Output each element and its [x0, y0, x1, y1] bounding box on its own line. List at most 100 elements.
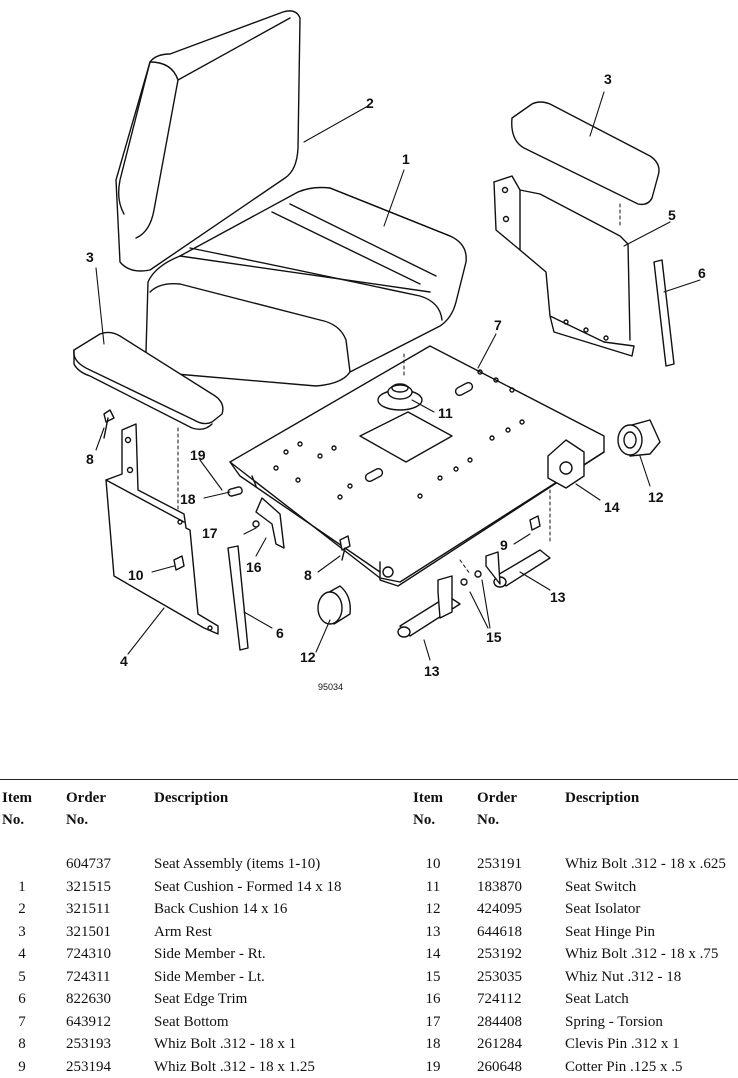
- table-spacer-row: [2, 831, 342, 853]
- callout-10: 10: [128, 567, 144, 583]
- item-number: 17: [413, 1011, 459, 1034]
- callout-14: 14: [604, 499, 620, 515]
- description: Clevis Pin .312 x 1: [565, 1033, 726, 1056]
- header-item-line1: Item: [413, 790, 443, 806]
- description: Seat Isolator: [565, 898, 726, 921]
- header-item-line1: Item: [2, 790, 32, 806]
- item-number: 7: [2, 1011, 48, 1034]
- order-number: 321501: [48, 921, 154, 944]
- callout-2: 2: [366, 95, 374, 111]
- item-number: 15: [413, 966, 459, 989]
- callout-15: 15: [486, 629, 502, 645]
- callout-18: 18: [180, 491, 196, 507]
- order-number: 424095: [459, 898, 565, 921]
- header-description: Description: [565, 787, 726, 831]
- item-number: 12: [413, 898, 459, 921]
- description: Seat Edge Trim: [154, 988, 342, 1011]
- item-number: 6: [2, 988, 48, 1011]
- callout-8-mid: 8: [304, 567, 312, 583]
- order-number: 253194: [48, 1056, 154, 1078]
- item-number: 10: [413, 853, 459, 876]
- item-number: 13: [413, 921, 459, 944]
- order-number: 724311: [48, 966, 154, 989]
- callout-16: 16: [246, 559, 262, 575]
- seat-isolator-left: [318, 586, 350, 624]
- callout-13-right: 13: [550, 589, 566, 605]
- order-number: 261284: [459, 1033, 565, 1056]
- description: Seat Latch: [565, 988, 726, 1011]
- description: Seat Switch: [565, 876, 726, 899]
- exploded-parts-drawing: 1 2 3 3 4 5 6 6 7 8 8 9 10 11 12 12 13 1…: [0, 0, 738, 720]
- item-number: 9: [2, 1056, 48, 1078]
- arm-rest-right: [512, 102, 659, 204]
- description: Seat Bottom: [154, 1011, 342, 1034]
- header-item-line2: No.: [2, 812, 24, 828]
- description: Seat Hinge Pin: [565, 921, 726, 944]
- seat-edge-trim-right: [654, 260, 674, 366]
- item-number: 14: [413, 943, 459, 966]
- order-number: 253192: [459, 943, 565, 966]
- item-number: 8: [2, 1033, 48, 1056]
- callout-4: 4: [120, 653, 128, 669]
- seat-edge-trim-left: [228, 546, 248, 650]
- order-number: 822630: [48, 988, 154, 1011]
- item-number: 2: [2, 898, 48, 921]
- item-number: 1: [2, 876, 48, 899]
- order-number: 724310: [48, 943, 154, 966]
- description: Side Member - Rt.: [154, 943, 342, 966]
- callout-6-left: 6: [276, 625, 284, 641]
- item-number: 19: [413, 1056, 459, 1078]
- item-number: [2, 853, 48, 876]
- header-description: Description: [154, 787, 342, 831]
- callout-17: 17: [202, 525, 218, 541]
- item-number: 3: [2, 921, 48, 944]
- description: Back Cushion 14 x 16: [154, 898, 342, 921]
- callout-19: 19: [190, 447, 206, 463]
- header-item-line2: No.: [413, 812, 435, 828]
- table-spacer-row: [413, 831, 726, 853]
- callout-7: 7: [494, 317, 502, 333]
- item-number: 11: [413, 876, 459, 899]
- callout-5: 5: [668, 207, 676, 223]
- item-number: 16: [413, 988, 459, 1011]
- table-top-rule: [0, 779, 738, 780]
- seat-isolator-right: [618, 420, 660, 456]
- order-number: 260648: [459, 1056, 565, 1078]
- description: Whiz Bolt .312 - 18 x 1.25: [154, 1056, 342, 1078]
- description: Seat Cushion - Formed 14 x 18: [154, 876, 342, 899]
- side-member-left: [494, 176, 634, 356]
- order-number: 253035: [459, 966, 565, 989]
- callout-11: 11: [438, 405, 453, 421]
- description: Spring - Torsion: [565, 1011, 726, 1034]
- description: Whiz Bolt .312 - 18 x .625: [565, 853, 726, 876]
- order-number: 253193: [48, 1033, 154, 1056]
- order-number: 643912: [48, 1011, 154, 1034]
- item-number: 5: [2, 966, 48, 989]
- figure-code: 95034: [318, 682, 343, 692]
- callout-3-left: 3: [86, 249, 94, 265]
- description: Whiz Nut .312 - 18: [565, 966, 726, 989]
- callout-12-right: 12: [648, 489, 664, 505]
- callout-6-right: 6: [698, 265, 706, 281]
- description: Arm Rest: [154, 921, 342, 944]
- header-order-line2: No.: [66, 812, 88, 828]
- callout-1: 1: [402, 151, 410, 167]
- callout-9: 9: [500, 537, 508, 553]
